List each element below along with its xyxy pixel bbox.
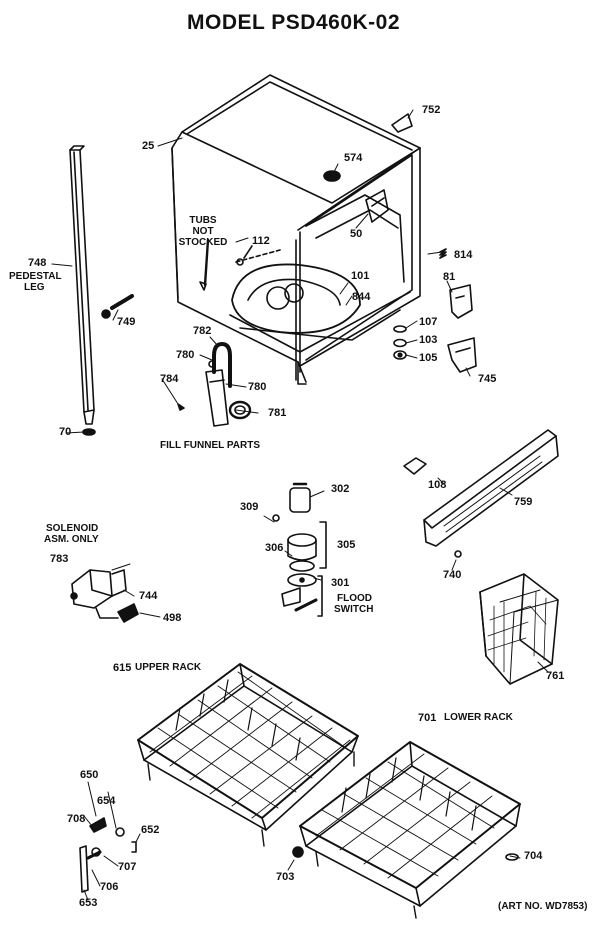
- part-654: 654: [97, 795, 116, 807]
- part-781: 781: [268, 407, 287, 419]
- part-706: 706: [100, 881, 119, 893]
- part-814: 814: [454, 249, 473, 261]
- rack-hardware-drawing: [79, 817, 137, 893]
- pedestal-leg-label-1: PEDESTAL: [9, 271, 62, 282]
- part-101: 101: [351, 270, 370, 282]
- lower-rack-label: LOWER RACK: [444, 712, 513, 723]
- tubs-not-stocked-label-1: TUBS: [189, 215, 217, 226]
- part-615: 615: [113, 662, 132, 674]
- part-701: 701: [418, 712, 437, 724]
- solenoid-drawing: [70, 569, 139, 623]
- rack-rail-drawing: [403, 429, 559, 558]
- part-708: 708: [67, 813, 86, 825]
- part-81: 81: [443, 271, 456, 283]
- part-652: 652: [141, 824, 160, 836]
- part-108: 108: [428, 479, 447, 491]
- part-748: 748: [28, 257, 47, 269]
- tubs-not-stocked-label-2: NOT: [192, 226, 214, 237]
- part-25: 25: [142, 140, 155, 152]
- part-301: 301: [331, 577, 350, 589]
- part-844: 844: [352, 291, 371, 303]
- part-784: 784: [160, 373, 179, 385]
- part-302: 302: [331, 483, 350, 495]
- part-305: 305: [337, 539, 356, 551]
- part-50: 50: [350, 228, 363, 240]
- part-112: 112: [252, 235, 270, 247]
- silverware-basket-drawing: [479, 573, 559, 685]
- part-761: 761: [546, 670, 565, 682]
- flood-switch-label-2: SWITCH: [334, 604, 374, 615]
- part-783: 783: [50, 553, 69, 565]
- part-744: 744: [139, 590, 158, 602]
- part-650: 650: [80, 769, 99, 781]
- part-782: 782: [193, 325, 212, 337]
- pedestal-leg-label-2: LEG: [24, 282, 45, 293]
- page-title: MODEL PSD460K-02: [187, 11, 401, 34]
- part-105: 105: [419, 352, 438, 364]
- part-309: 309: [240, 501, 259, 513]
- part-752: 752: [422, 104, 441, 116]
- pedestal-leg-drawing: [69, 145, 134, 436]
- part-759: 759: [514, 496, 533, 508]
- leader-lines-bottom: [83, 781, 141, 901]
- part-740: 740: [443, 569, 462, 581]
- solenoid-label-1: SOLENOID: [46, 523, 99, 534]
- part-107: 107: [419, 316, 438, 328]
- part-707: 707: [118, 861, 137, 873]
- solenoid-label-2: ASM. ONLY: [44, 534, 99, 545]
- part-780-top: 780: [176, 349, 195, 361]
- part-498: 498: [163, 612, 182, 624]
- tubs-not-stocked-label-3: STOCKED: [178, 237, 228, 248]
- fill-funnel-parts-label: FILL FUNNEL PARTS: [160, 440, 260, 451]
- part-70: 70: [59, 426, 72, 438]
- upper-rack-label: UPPER RACK: [135, 662, 202, 673]
- part-306: 306: [265, 542, 284, 554]
- part-780-bottom: 780: [248, 381, 267, 393]
- upper-rack-drawing: [137, 663, 359, 847]
- part-704: 704: [524, 850, 543, 862]
- tub-assembly-drawing: [171, 74, 477, 385]
- fill-funnel-drawing: [177, 342, 252, 427]
- part-103: 103: [419, 334, 438, 346]
- lower-rack-drawing: [292, 741, 521, 919]
- flood-switch-label-1: FLOOD: [337, 593, 372, 604]
- part-703: 703: [276, 871, 295, 883]
- part-574: 574: [344, 152, 363, 164]
- art-number: (ART NO. WD7853): [498, 901, 588, 912]
- flood-switch-drawing: [272, 482, 327, 617]
- part-749: 749: [117, 316, 136, 328]
- leader-lines: [51, 109, 549, 871]
- part-653: 653: [79, 897, 98, 909]
- part-745: 745: [478, 373, 497, 385]
